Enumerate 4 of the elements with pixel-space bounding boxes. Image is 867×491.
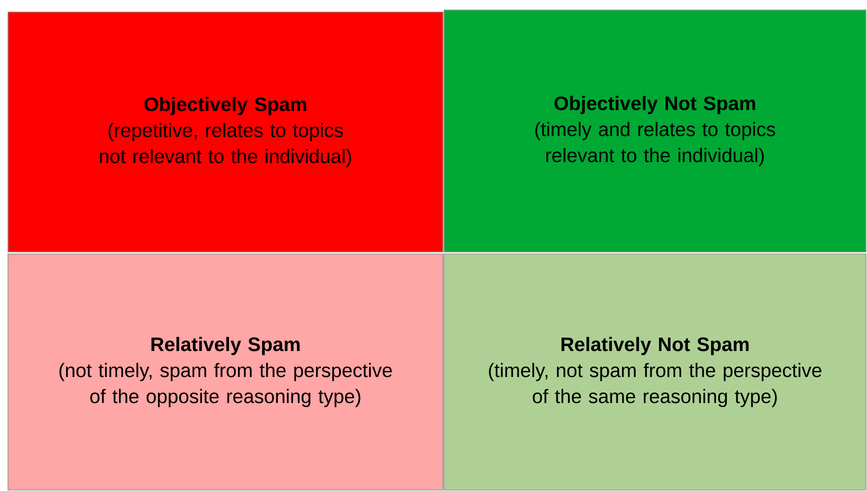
quadrant-box: Objectively Spam (repetitive, relates to topics not relevant to the individual) (8, 12, 444, 252)
quadrant-box: Objectively Not Spam (timely and relates to topics relevant to the individual) (444, 10, 866, 252)
quadrant-box: Relatively Not Spam (timely, not spam from the perspective of the same reasoning type) (444, 254, 866, 490)
quadrant-box: Relatively Spam (not timely, spam from the perspective of the opposite reasoning type) (8, 254, 444, 490)
